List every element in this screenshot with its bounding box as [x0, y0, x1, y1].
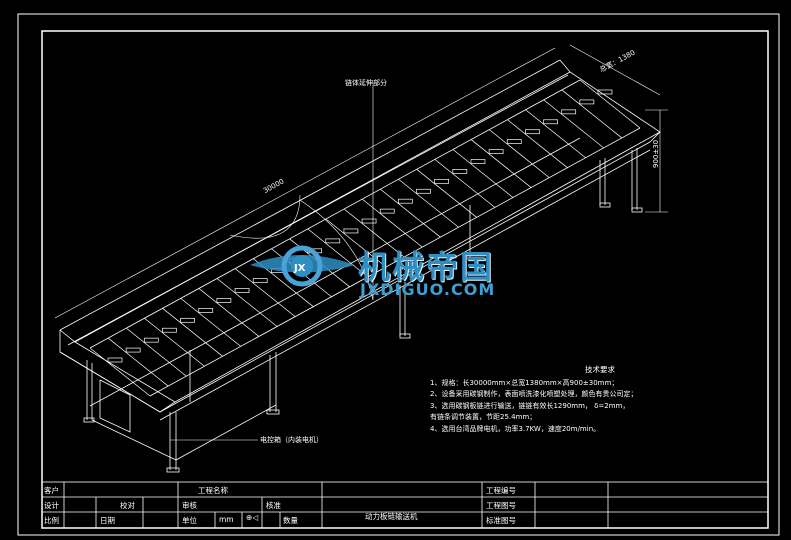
label-extension: 链体延伸部分: [345, 79, 387, 87]
slat-bracket: [470, 159, 486, 164]
slat-bracket: [434, 178, 450, 184]
notes-item: 有链条调节装置，节距25.4mm；: [430, 413, 537, 421]
slat-bracket: [543, 119, 558, 125]
conveyor-isometric: [59, 59, 661, 473]
watermark-en: JXDIGUO.COM: [360, 280, 496, 299]
slat-bracket: [525, 129, 540, 135]
slat: [452, 149, 514, 198]
slat: [107, 337, 169, 387]
slat: [525, 109, 586, 159]
slat-bracket: [597, 89, 613, 95]
slat: [579, 79, 641, 129]
slat-bracket: [234, 288, 250, 293]
slat: [416, 169, 477, 218]
slat: [362, 198, 423, 248]
projection-symbol-icon: ⊕◁: [246, 513, 259, 522]
slat: [180, 298, 241, 347]
svg-text:JX: JX: [293, 263, 306, 274]
slat: [216, 278, 278, 327]
slat-bracket: [488, 149, 504, 154]
slat-bracket: [198, 308, 214, 313]
tb-review: 审核: [182, 501, 197, 510]
slat: [307, 228, 368, 278]
slat: [89, 347, 151, 397]
tb-check: 校对: [120, 501, 135, 510]
notes-item: 4、选用台湾品牌电机，功率3.7KW，速度20m/min。: [430, 424, 601, 433]
slat-bracket: [398, 198, 413, 204]
tb-date: 日期: [100, 516, 115, 525]
outer-frame: [17, 13, 780, 536]
tb-design: 设计: [44, 501, 59, 510]
slat-bracket: [180, 317, 195, 323]
notes-item: 2、设备采用碳钢制作，表面喷洗漆化喷塑处理，颜色有贵公司定；: [430, 390, 638, 398]
slat-bracket: [325, 238, 341, 244]
slat: [144, 317, 205, 367]
slat: [543, 99, 604, 149]
technical-notes: 技术要求 1、规格：长30000mm×总宽1380mm×高900±30mm； 2…: [430, 364, 730, 435]
tb-project-name: 工程名称: [198, 486, 228, 495]
watermark-cn: 机械帝国: [358, 248, 495, 286]
slat-bracket: [107, 357, 123, 363]
slat-bracket: [361, 218, 377, 224]
tb-approve: 核准: [266, 501, 281, 510]
slat: [380, 188, 441, 238]
slat: [234, 268, 296, 317]
notes-item: 1、规格：长30000mm×总宽1380mm×高900±30mm；: [430, 378, 619, 387]
title-block-grid: [41, 481, 769, 529]
label-height-dim: 900±30: [652, 139, 660, 168]
slat: [470, 139, 532, 188]
tb-project-drawing-no: 工程图号: [486, 501, 516, 510]
slat-bracket: [343, 228, 359, 234]
tb-project-no: 工程编号: [486, 486, 516, 495]
slat: [561, 89, 623, 139]
slat-bracket: [579, 99, 595, 105]
slat: [489, 129, 550, 178]
slat-bracket: [216, 298, 232, 303]
slat: [126, 327, 187, 377]
tb-quantity: 数量: [283, 516, 298, 525]
slat: [198, 288, 260, 337]
notes-item: 3、选用碳钢板链进行输送，链链有效长1290mm， δ=2mm，: [430, 401, 630, 410]
slat-bracket: [506, 139, 522, 144]
slat: [398, 178, 459, 228]
slat: [325, 218, 387, 268]
tb-drawing-name: 动力板链输送机: [365, 512, 418, 521]
slat: [434, 159, 496, 208]
tb-scale: 比例: [44, 516, 59, 525]
dimension-lines: [54, 44, 668, 441]
notes-title: 技术要求: [585, 365, 615, 374]
tb-customer: 客户: [44, 486, 59, 495]
slat-bracket: [252, 278, 268, 283]
slat-bracket: [143, 337, 159, 343]
slat: [162, 308, 223, 357]
slat: [343, 208, 405, 258]
slat-bracket: [125, 347, 141, 353]
slat-bracket: [379, 208, 395, 214]
slat-bracket: [162, 327, 177, 333]
tb-unit: 单位: [182, 516, 197, 525]
tb-unit-value: mm: [219, 515, 234, 524]
watermark-logo: JX: [250, 245, 355, 287]
tb-standard-drawing-no: 标准图号: [486, 516, 516, 525]
conveyor-slats: [89, 79, 641, 397]
slat-bracket: [452, 169, 468, 174]
slat: [507, 119, 568, 168]
slat-bracket: [416, 188, 431, 194]
label-control-box: 电控箱（内装电机）: [260, 436, 323, 444]
slat-bracket: [561, 109, 577, 115]
